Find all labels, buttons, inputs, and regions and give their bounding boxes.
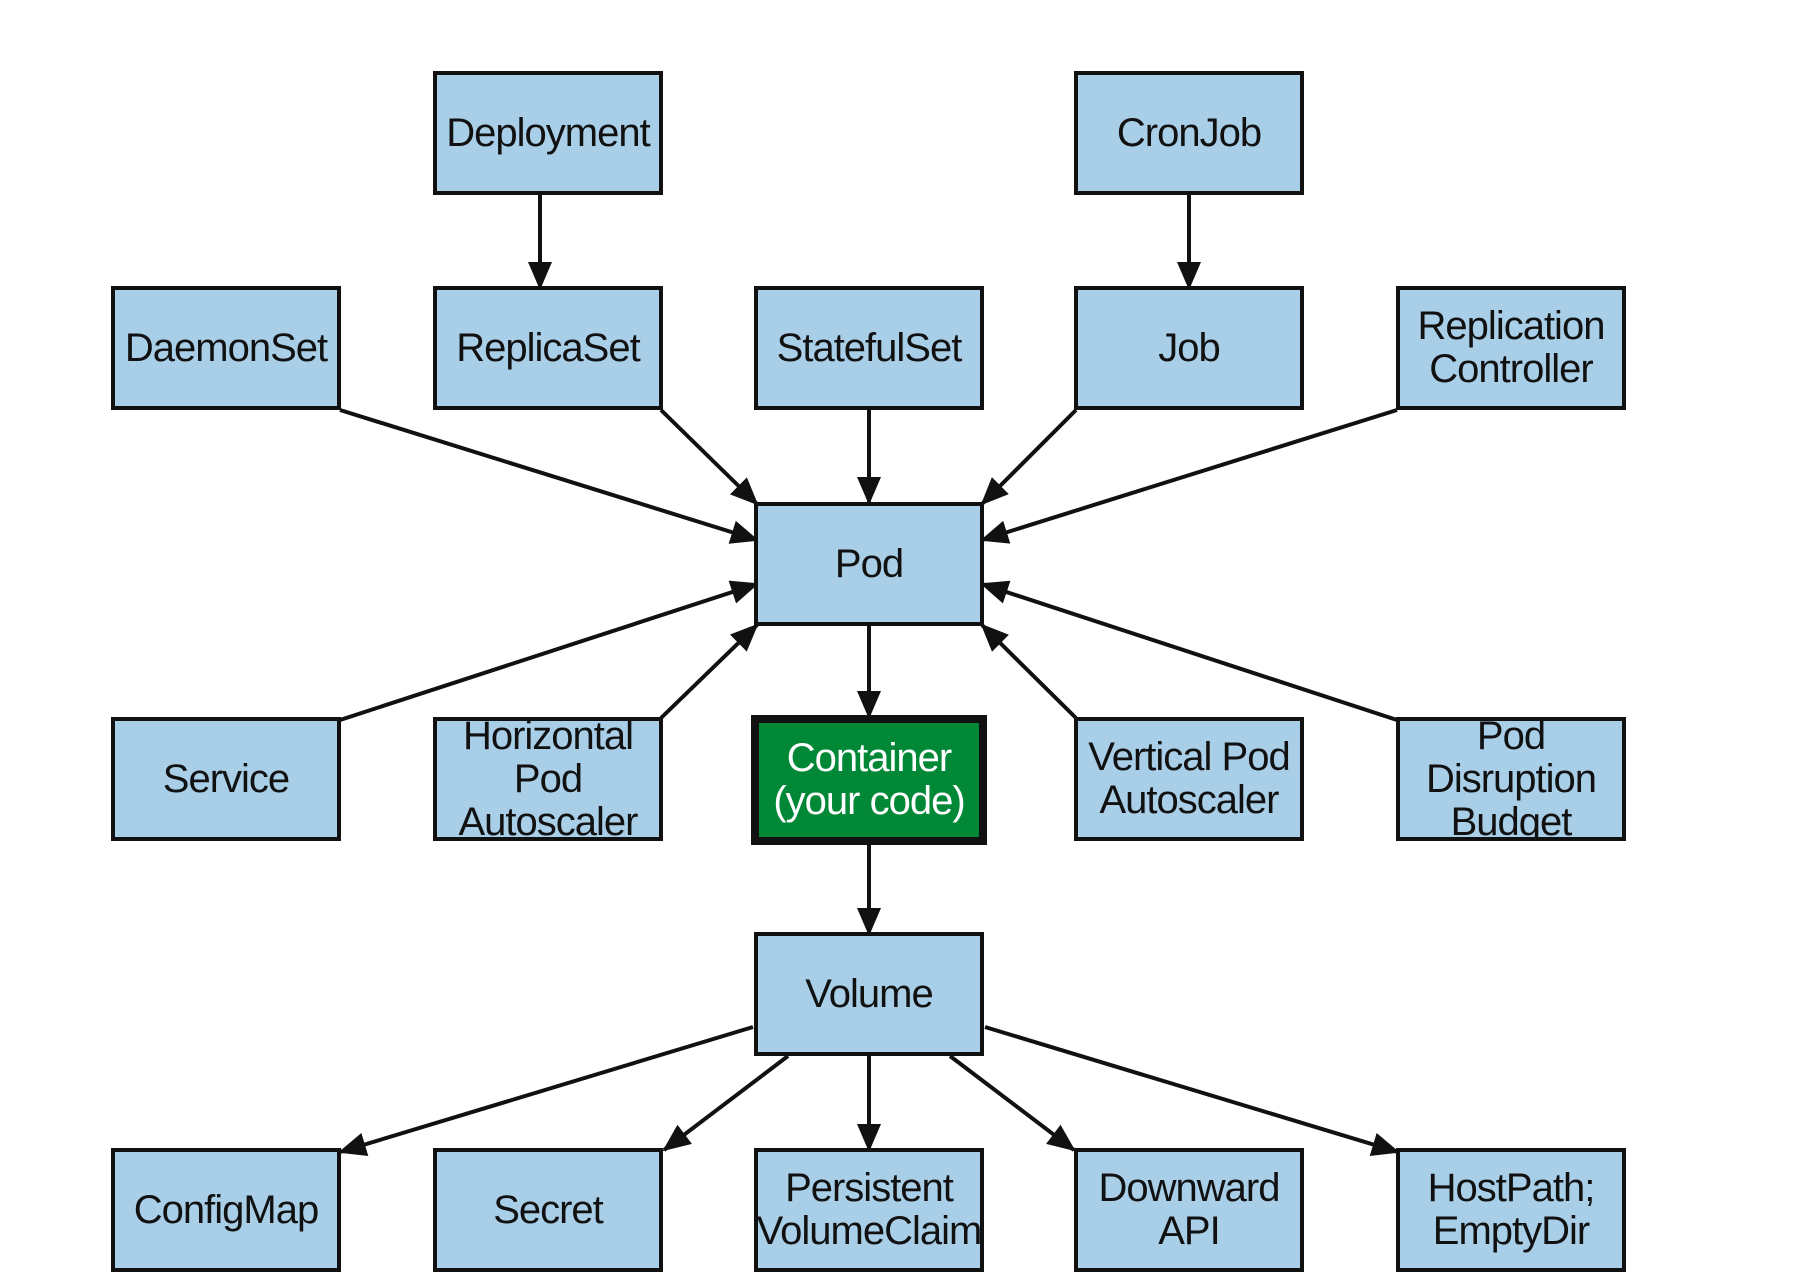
edge-hpa-pod bbox=[659, 623, 759, 720]
hpa-node: Horizontal Pod Autoscaler bbox=[433, 717, 663, 841]
daemonset-node: DaemonSet bbox=[111, 286, 341, 410]
hostpath-emptydir-node: HostPath; EmptyDir bbox=[1396, 1148, 1626, 1272]
statefulset-node: StatefulSet bbox=[754, 286, 984, 410]
edge-pdb-pod bbox=[980, 580, 1398, 722]
edge-vpa-pod bbox=[980, 623, 1078, 720]
edge-job-pod bbox=[980, 408, 1078, 506]
edge-volume-secret bbox=[662, 1054, 790, 1152]
downward-api-node: Downward API bbox=[1074, 1148, 1304, 1272]
edge-service-pod bbox=[339, 580, 759, 722]
pdb-node: Pod Disruption Budget bbox=[1396, 717, 1626, 841]
secret-node: Secret bbox=[433, 1148, 663, 1272]
edge-replication-controller-pod bbox=[980, 408, 1398, 544]
deployment-node: Deployment bbox=[433, 71, 663, 195]
pod-node: Pod bbox=[754, 502, 984, 626]
volume-node: Volume bbox=[754, 932, 984, 1056]
edge-volume-downward-api bbox=[948, 1054, 1076, 1152]
edge-volume-hostpath bbox=[984, 1025, 1400, 1156]
pvc-node: Persistent VolumeClaim bbox=[754, 1148, 984, 1272]
replication-controller-node: Replication Controller bbox=[1396, 286, 1626, 410]
configmap-node: ConfigMap bbox=[111, 1148, 341, 1272]
edge-volume-configmap bbox=[338, 1025, 754, 1156]
job-node: Job bbox=[1074, 286, 1304, 410]
edge-daemonset-pod bbox=[339, 408, 759, 544]
replicaset-node: ReplicaSet bbox=[433, 286, 663, 410]
vpa-node: Vertical Pod Autoscaler bbox=[1074, 717, 1304, 841]
container-node: Container (your code) bbox=[751, 715, 987, 845]
cronjob-node: CronJob bbox=[1074, 71, 1304, 195]
service-node: Service bbox=[111, 717, 341, 841]
edge-replicaset-pod bbox=[659, 408, 759, 506]
